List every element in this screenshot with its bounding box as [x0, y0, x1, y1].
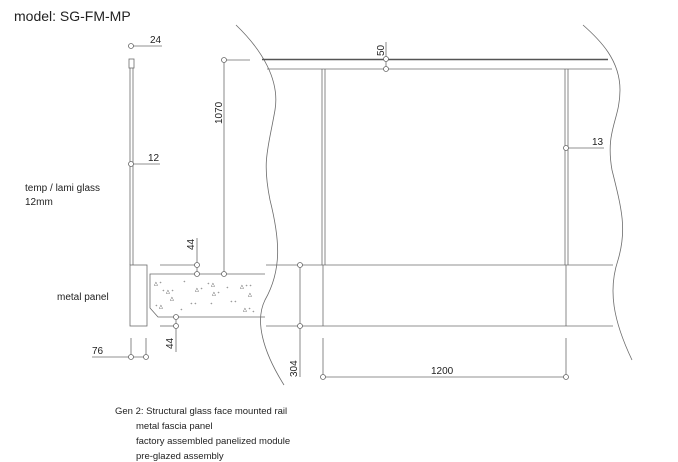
svg-text:△: △ [170, 296, 174, 302]
svg-text:⁺: ⁺ [226, 286, 229, 292]
elevation-view [262, 42, 613, 380]
note-item: pre-glazed assembly [136, 451, 224, 462]
dim-glass-thickness: 12 [148, 153, 160, 164]
dim-slab-top: 44 [186, 238, 197, 250]
dim-panel-width: 76 [92, 346, 104, 357]
note-item: metal fascia panel [136, 421, 213, 432]
dim-post: 13 [592, 137, 604, 148]
break-line-right [582, 24, 633, 361]
svg-text:△: △ [248, 292, 252, 298]
svg-text:△ ⁺ ⁺: △ ⁺ ⁺ [240, 284, 252, 290]
svg-text:⁺ △: ⁺ △ [207, 282, 215, 288]
svg-text:⁺ ⁺: ⁺ ⁺ [230, 300, 237, 306]
svg-text:⁺: ⁺ [210, 302, 213, 308]
note-item: factory assembled panelized module [136, 436, 290, 447]
svg-text:△ ⁺: △ ⁺ [195, 287, 203, 293]
notes-heading: Gen 2: Structural glass face mounted rai… [115, 406, 287, 417]
metal-panel [129, 264, 148, 327]
glass-label: temp / lami glass [25, 183, 100, 194]
svg-text:⁺: ⁺ [183, 280, 186, 286]
svg-text:△ ⁺: △ ⁺ [243, 307, 251, 313]
svg-text:⁺: ⁺ [252, 310, 255, 316]
dim-post-spacing: 1200 [431, 366, 454, 377]
dim-fascia-height: 304 [289, 360, 300, 377]
model-title: model: SG-FM-MP [14, 8, 131, 24]
svg-text:⁺: ⁺ [180, 308, 183, 314]
concrete-slab: △ ⁺⁺ △ ⁺⁺ △ ⁺⁺ △△ ⁺ ⁺△ ⁺ ⁺△ ⁺ △⁺⁺ ⁺ ⁺⁺ ⁺… [149, 238, 265, 352]
dim-rail-height: 1070 [214, 101, 225, 124]
svg-text:⁺ ⁺: ⁺ ⁺ [190, 302, 197, 308]
break-line-left [235, 24, 285, 386]
glass-thickness-label: 12mm [25, 197, 53, 208]
glass-cap [128, 58, 135, 69]
svg-text:△ ⁺: △ ⁺ [154, 281, 162, 287]
glass-section: 24 12 [128, 35, 162, 265]
dim-slab-bottom: 44 [165, 337, 176, 349]
svg-text:△ ⁺: △ ⁺ [212, 291, 220, 297]
svg-text:⁺ △ ⁺: ⁺ △ ⁺ [162, 289, 174, 295]
dim-top-rail: 50 [376, 44, 387, 56]
svg-text:⁺ △: ⁺ △ [155, 304, 163, 310]
metal-panel-label: metal panel [57, 292, 109, 303]
dim-glass-top: 24 [150, 35, 162, 46]
